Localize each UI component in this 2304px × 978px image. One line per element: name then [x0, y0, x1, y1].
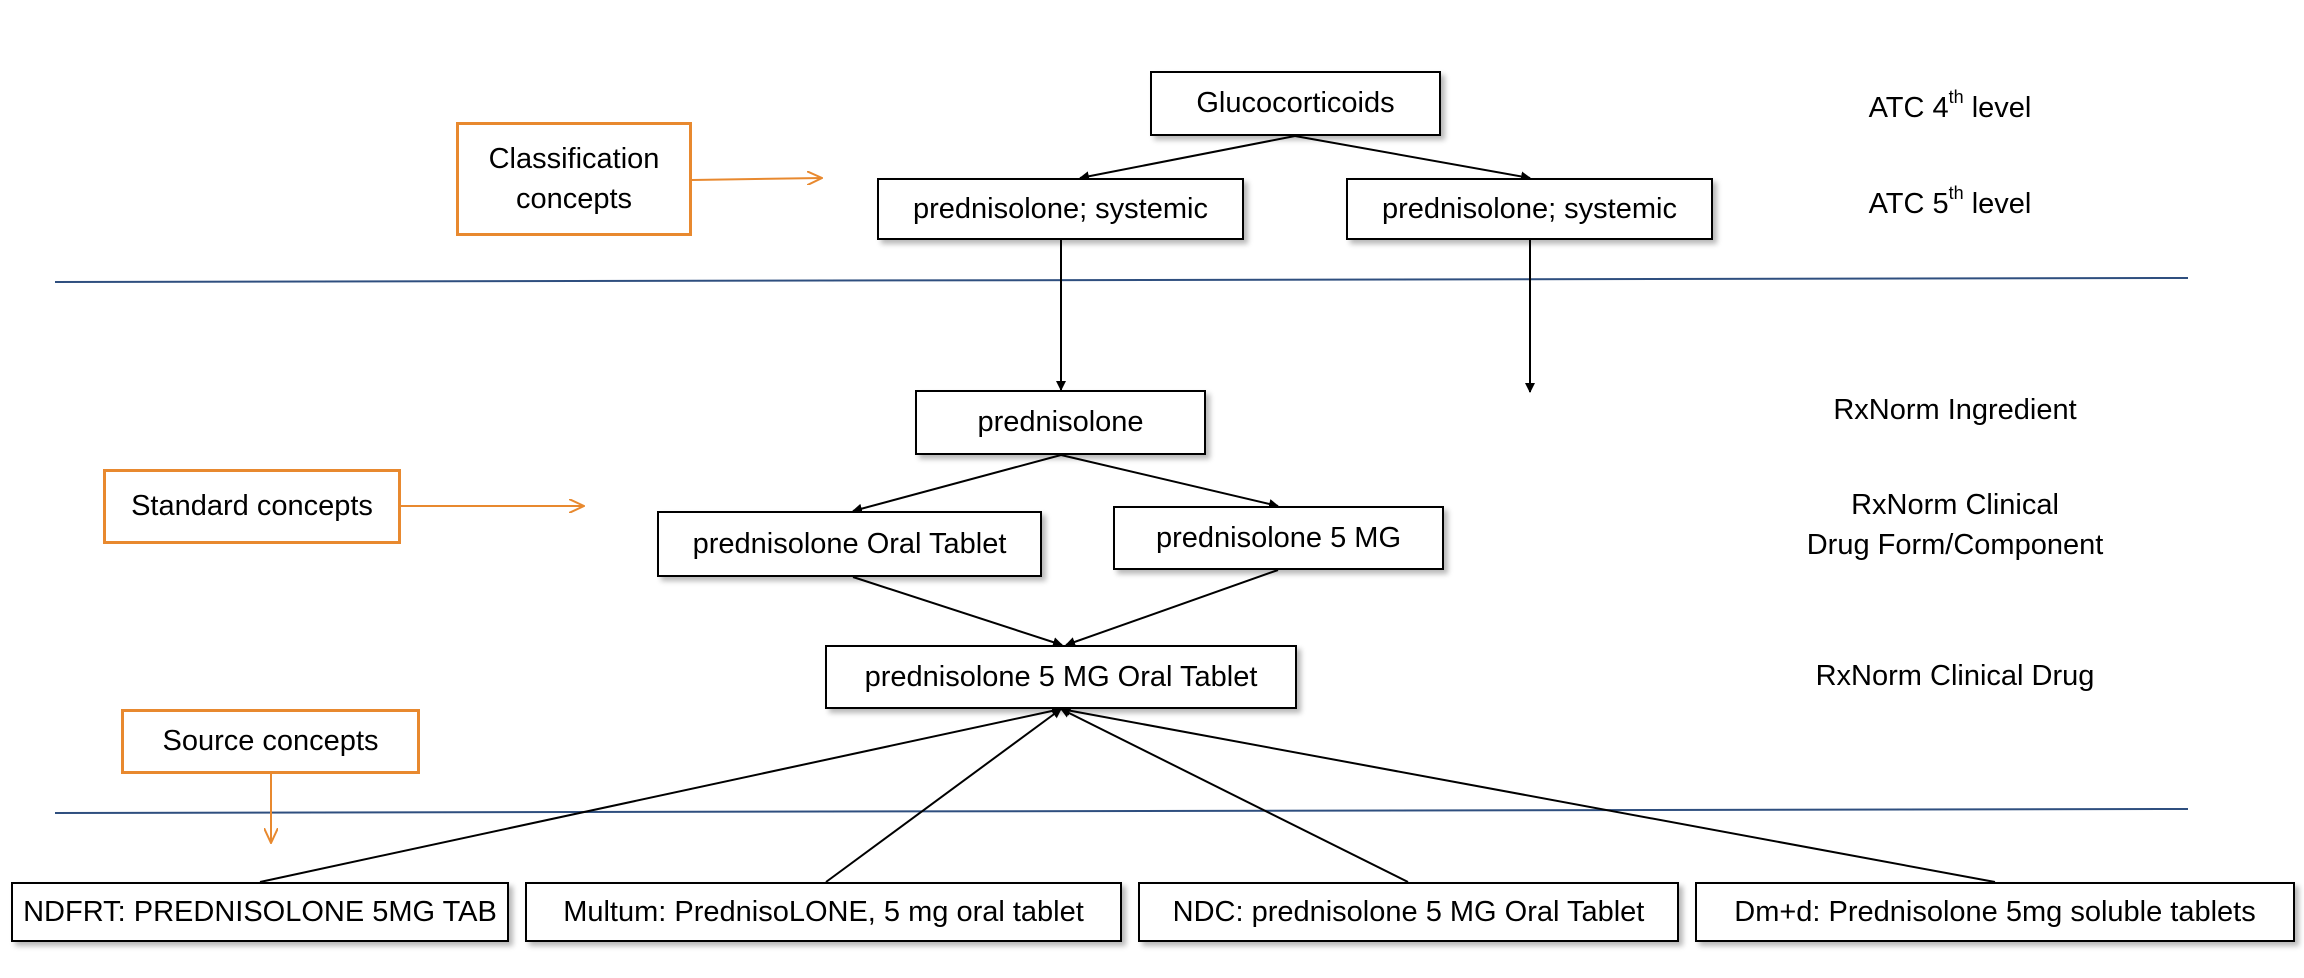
level-label-atc5: ATC 5th level — [1810, 183, 2090, 224]
level-label-rx-drug: RxNorm Clinical Drug — [1815, 660, 2095, 692]
node-ndc: NDC: prednisolone 5 MG Oral Tablet — [1138, 882, 1679, 942]
node-multum: Multum: PrednisoLONE, 5 mg oral tablet — [525, 882, 1122, 942]
node-ingredient: prednisolone — [915, 390, 1206, 455]
level-atc5-sup: th — [1948, 183, 1964, 203]
arrow-dmd-to-clinical-drug — [1060, 705, 1996, 883]
arrow-oral-tablet-to-clinical-drug — [852, 576, 1063, 647]
node-oral-tablet: prednisolone Oral Tablet — [657, 511, 1042, 577]
source-concepts-label: Source concepts — [121, 709, 420, 774]
standard-concepts-label: Standard concepts — [103, 469, 401, 544]
level-atc5-prefix: ATC 5 — [1868, 188, 1949, 220]
node-atc5-left: prednisolone; systemic — [877, 178, 1244, 240]
divider-top — [54, 277, 2189, 283]
node-dmd: Dm+d: Prednisolone 5mg soluble tablets — [1695, 882, 2295, 942]
node-atc5-right: prednisolone; systemic — [1346, 178, 1713, 240]
level-atc4-prefix: ATC 4 — [1868, 92, 1949, 124]
classification-concepts-label: Classification concepts — [456, 122, 692, 236]
arrow-ingredient-to-five-mg — [1060, 454, 1279, 509]
arrow-ndfrt-to-clinical-drug — [259, 706, 1062, 883]
level-atc5-suffix: level — [1963, 188, 2032, 220]
node-ndfrt: NDFRT: PREDNISOLONE 5MG TAB — [11, 882, 509, 942]
level-atc4-suffix: level — [1963, 92, 2032, 124]
node-glucocorticoids: Glucocorticoids — [1150, 71, 1441, 136]
node-clinical-drug: prednisolone 5 MG Oral Tablet — [825, 645, 1297, 709]
arrow-ndc-to-clinical-drug — [1060, 708, 1409, 883]
level-label-rx-form: RxNorm Clinical Drug Form/Component — [1806, 489, 2104, 562]
divider-bottom — [54, 808, 2189, 814]
node-five-mg: prednisolone 5 MG — [1113, 506, 1444, 570]
arrow-ingredient-to-oral-tablet — [852, 454, 1062, 514]
level-label-atc4: ATC 4th level — [1810, 87, 2090, 128]
arrow-five-mg-to-clinical-drug — [1065, 569, 1279, 647]
arrow-glucocorticoids-to-atc5-right — [1294, 135, 1531, 182]
arrow-glucocorticoids-to-atc5-left — [1079, 135, 1296, 182]
arrow-multum-to-clinical-drug — [825, 708, 1062, 883]
level-atc4-sup: th — [1948, 87, 1964, 107]
level-label-rx-ingredient: RxNorm Ingredient — [1833, 394, 2077, 426]
arrow-classification-pointer — [691, 178, 822, 180]
